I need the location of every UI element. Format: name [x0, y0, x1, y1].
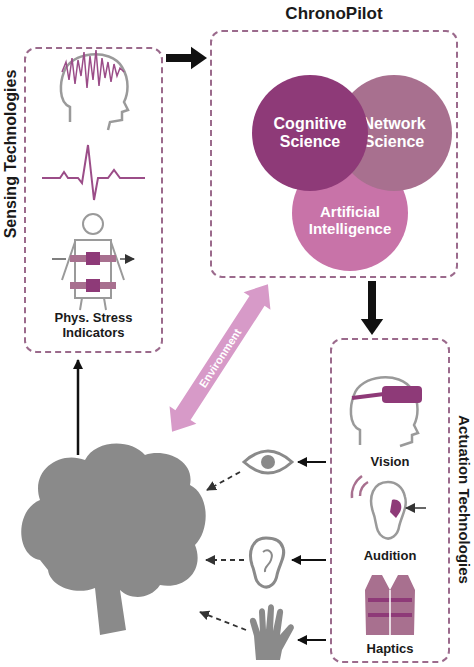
perception-arrows: [200, 462, 326, 640]
panel-title: Actuation Technologies: [456, 390, 473, 610]
drawing-stroke: [86, 252, 100, 265]
drawing-stroke: [251, 538, 284, 587]
drawing-stroke: [352, 394, 384, 398]
drawing-stroke: [42, 145, 145, 200]
ear-icon: [251, 538, 284, 587]
drawing-stroke: [292, 559, 326, 561]
circle-label: Cognitive Science: [261, 115, 359, 152]
drawing-stroke: [406, 507, 426, 509]
drawing-stroke: [52, 258, 134, 260]
arrow-head: [191, 47, 207, 69]
eeg-head-icon: [61, 50, 128, 130]
drawing-stroke: [298, 639, 326, 641]
panel-caption: Phys. Stress Indicators: [26, 310, 161, 341]
hearing-device-icon: [352, 476, 426, 539]
drawing-stroke: [389, 590, 391, 635]
haptic-vest-icon: [365, 575, 415, 635]
panel-title: Sensing Technologies: [2, 54, 20, 254]
drawing-stroke: [77, 360, 80, 455]
flow-arrow: [361, 281, 383, 335]
drawing-stroke: [62, 240, 124, 310]
drawing-stroke: [159, 275, 282, 440]
panel-title: ChronoPilot: [212, 4, 456, 24]
arrow-shaft: [368, 281, 376, 321]
arrow-label: Environment: [172, 291, 267, 426]
drawing-stroke: [352, 476, 368, 498]
drawing-stroke: [86, 279, 100, 292]
environment-arrow: [159, 275, 282, 440]
drawing-stroke: [206, 559, 244, 561]
drawing-stroke: [298, 461, 326, 463]
drawing-stroke: [62, 50, 124, 88]
arrow-shaft: [166, 54, 193, 62]
flow-arrow: [166, 47, 207, 69]
actuation-panel: Actuation Technologies: [330, 338, 450, 663]
drawing-stroke: [250, 604, 294, 660]
body-belt-icon: [52, 214, 134, 310]
discipline-circle: Cognitive Science: [252, 75, 368, 191]
drawing-stroke: [261, 455, 275, 469]
circle-label: Artificial Intelligence: [301, 189, 399, 238]
modality-label: Audition: [340, 548, 440, 564]
drawing-stroke: [263, 550, 272, 572]
hand-icon: [250, 604, 294, 660]
drawing-stroke: [244, 451, 292, 473]
feedback-arrow: [78, 360, 79, 455]
drawing-stroke: [83, 214, 103, 234]
drawing-stroke: [390, 500, 401, 518]
arrow-head: [361, 319, 383, 335]
modality-label: Haptics: [340, 641, 440, 657]
drawing-stroke: [200, 612, 246, 630]
chronopilot-panel: ChronoPilotCognitive ScienceNetwork Scie…: [210, 30, 458, 278]
brain-illustration: [21, 444, 205, 635]
drawing-stroke: [365, 575, 415, 635]
drawing-stroke: [207, 472, 240, 490]
ecg-icon: [42, 145, 145, 200]
vr-headset-icon: [351, 377, 422, 446]
drawing-stroke: [371, 482, 406, 539]
modality-label: Vision: [340, 454, 440, 470]
drawing-stroke: [21, 444, 205, 635]
drawing-stroke: [382, 386, 422, 403]
sensing-panel: Sensing TechnologiesPhys. Stress Indicat…: [24, 47, 163, 353]
eye-icon: [244, 451, 292, 473]
